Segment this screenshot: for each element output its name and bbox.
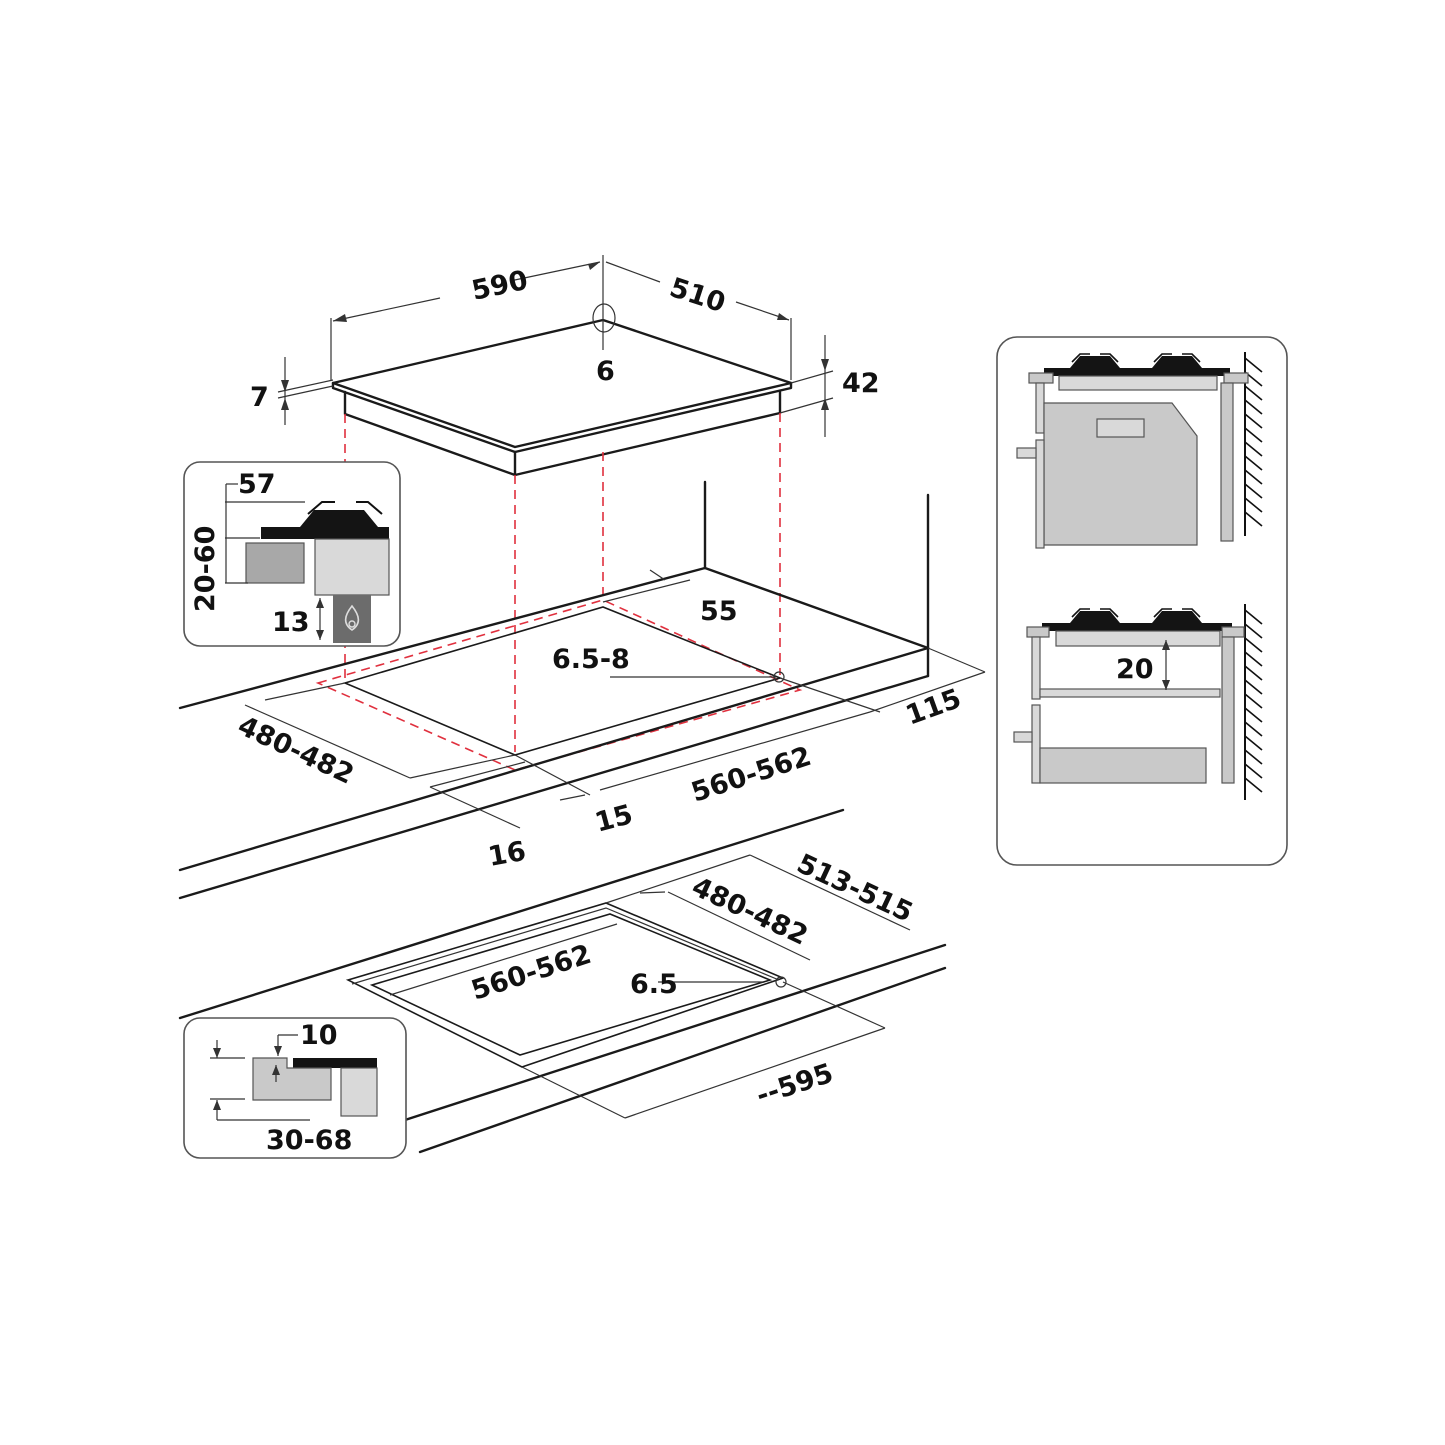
dim-cutout-depth: 480-482 xyxy=(233,710,358,790)
dim-flush-outer-width: --595 xyxy=(753,1058,838,1112)
hob-body xyxy=(331,318,793,477)
dim-front-clearance-16: 16 xyxy=(486,836,528,873)
flush-dimensions xyxy=(389,854,911,1119)
dim-glass-thickness: 7 xyxy=(250,382,269,413)
dim-side-clearance: 115 xyxy=(902,683,966,731)
hob-dimensions xyxy=(277,255,834,437)
dim-drawer-gap: 20 xyxy=(1116,654,1154,685)
dim-worktop-thickness: 30-68 xyxy=(266,1125,352,1156)
dim-rebate: 10 xyxy=(300,1020,338,1051)
dim-burner-clearance: 57 xyxy=(238,469,276,500)
dim-hob-corner-radius: 6 xyxy=(596,356,615,387)
dim-gas-connector: 13 xyxy=(272,607,310,638)
dim-cutout-width: 560-562 xyxy=(688,741,815,809)
gas-flame-icon xyxy=(344,604,360,631)
worktop-dimensions xyxy=(244,569,986,829)
inset-side-section xyxy=(183,461,401,647)
dim-flush-inner-depth: 480-482 xyxy=(687,871,812,951)
dim-front-clearance-15: 15 xyxy=(592,799,636,839)
dim-hob-height: 42 xyxy=(842,368,880,399)
inset-flush-section xyxy=(183,1017,407,1159)
dim-panel-gap: 20-60 xyxy=(190,526,221,612)
dim-hob-width: 590 xyxy=(469,265,531,307)
flush-worktop xyxy=(178,808,947,1154)
dim-flush-corner-radius: 6.5 xyxy=(630,969,678,1000)
dim-flush-outer-depth: 513-515 xyxy=(792,848,917,928)
projection-guides xyxy=(315,413,803,771)
inset-installation xyxy=(996,336,1288,866)
dim-rear-clearance: 55 xyxy=(700,596,738,627)
dim-hob-depth: 510 xyxy=(666,272,729,319)
dim-flush-inner-width: 560-562 xyxy=(468,939,595,1007)
dim-cutout-corner-radius: 6.5-8 xyxy=(552,644,630,675)
